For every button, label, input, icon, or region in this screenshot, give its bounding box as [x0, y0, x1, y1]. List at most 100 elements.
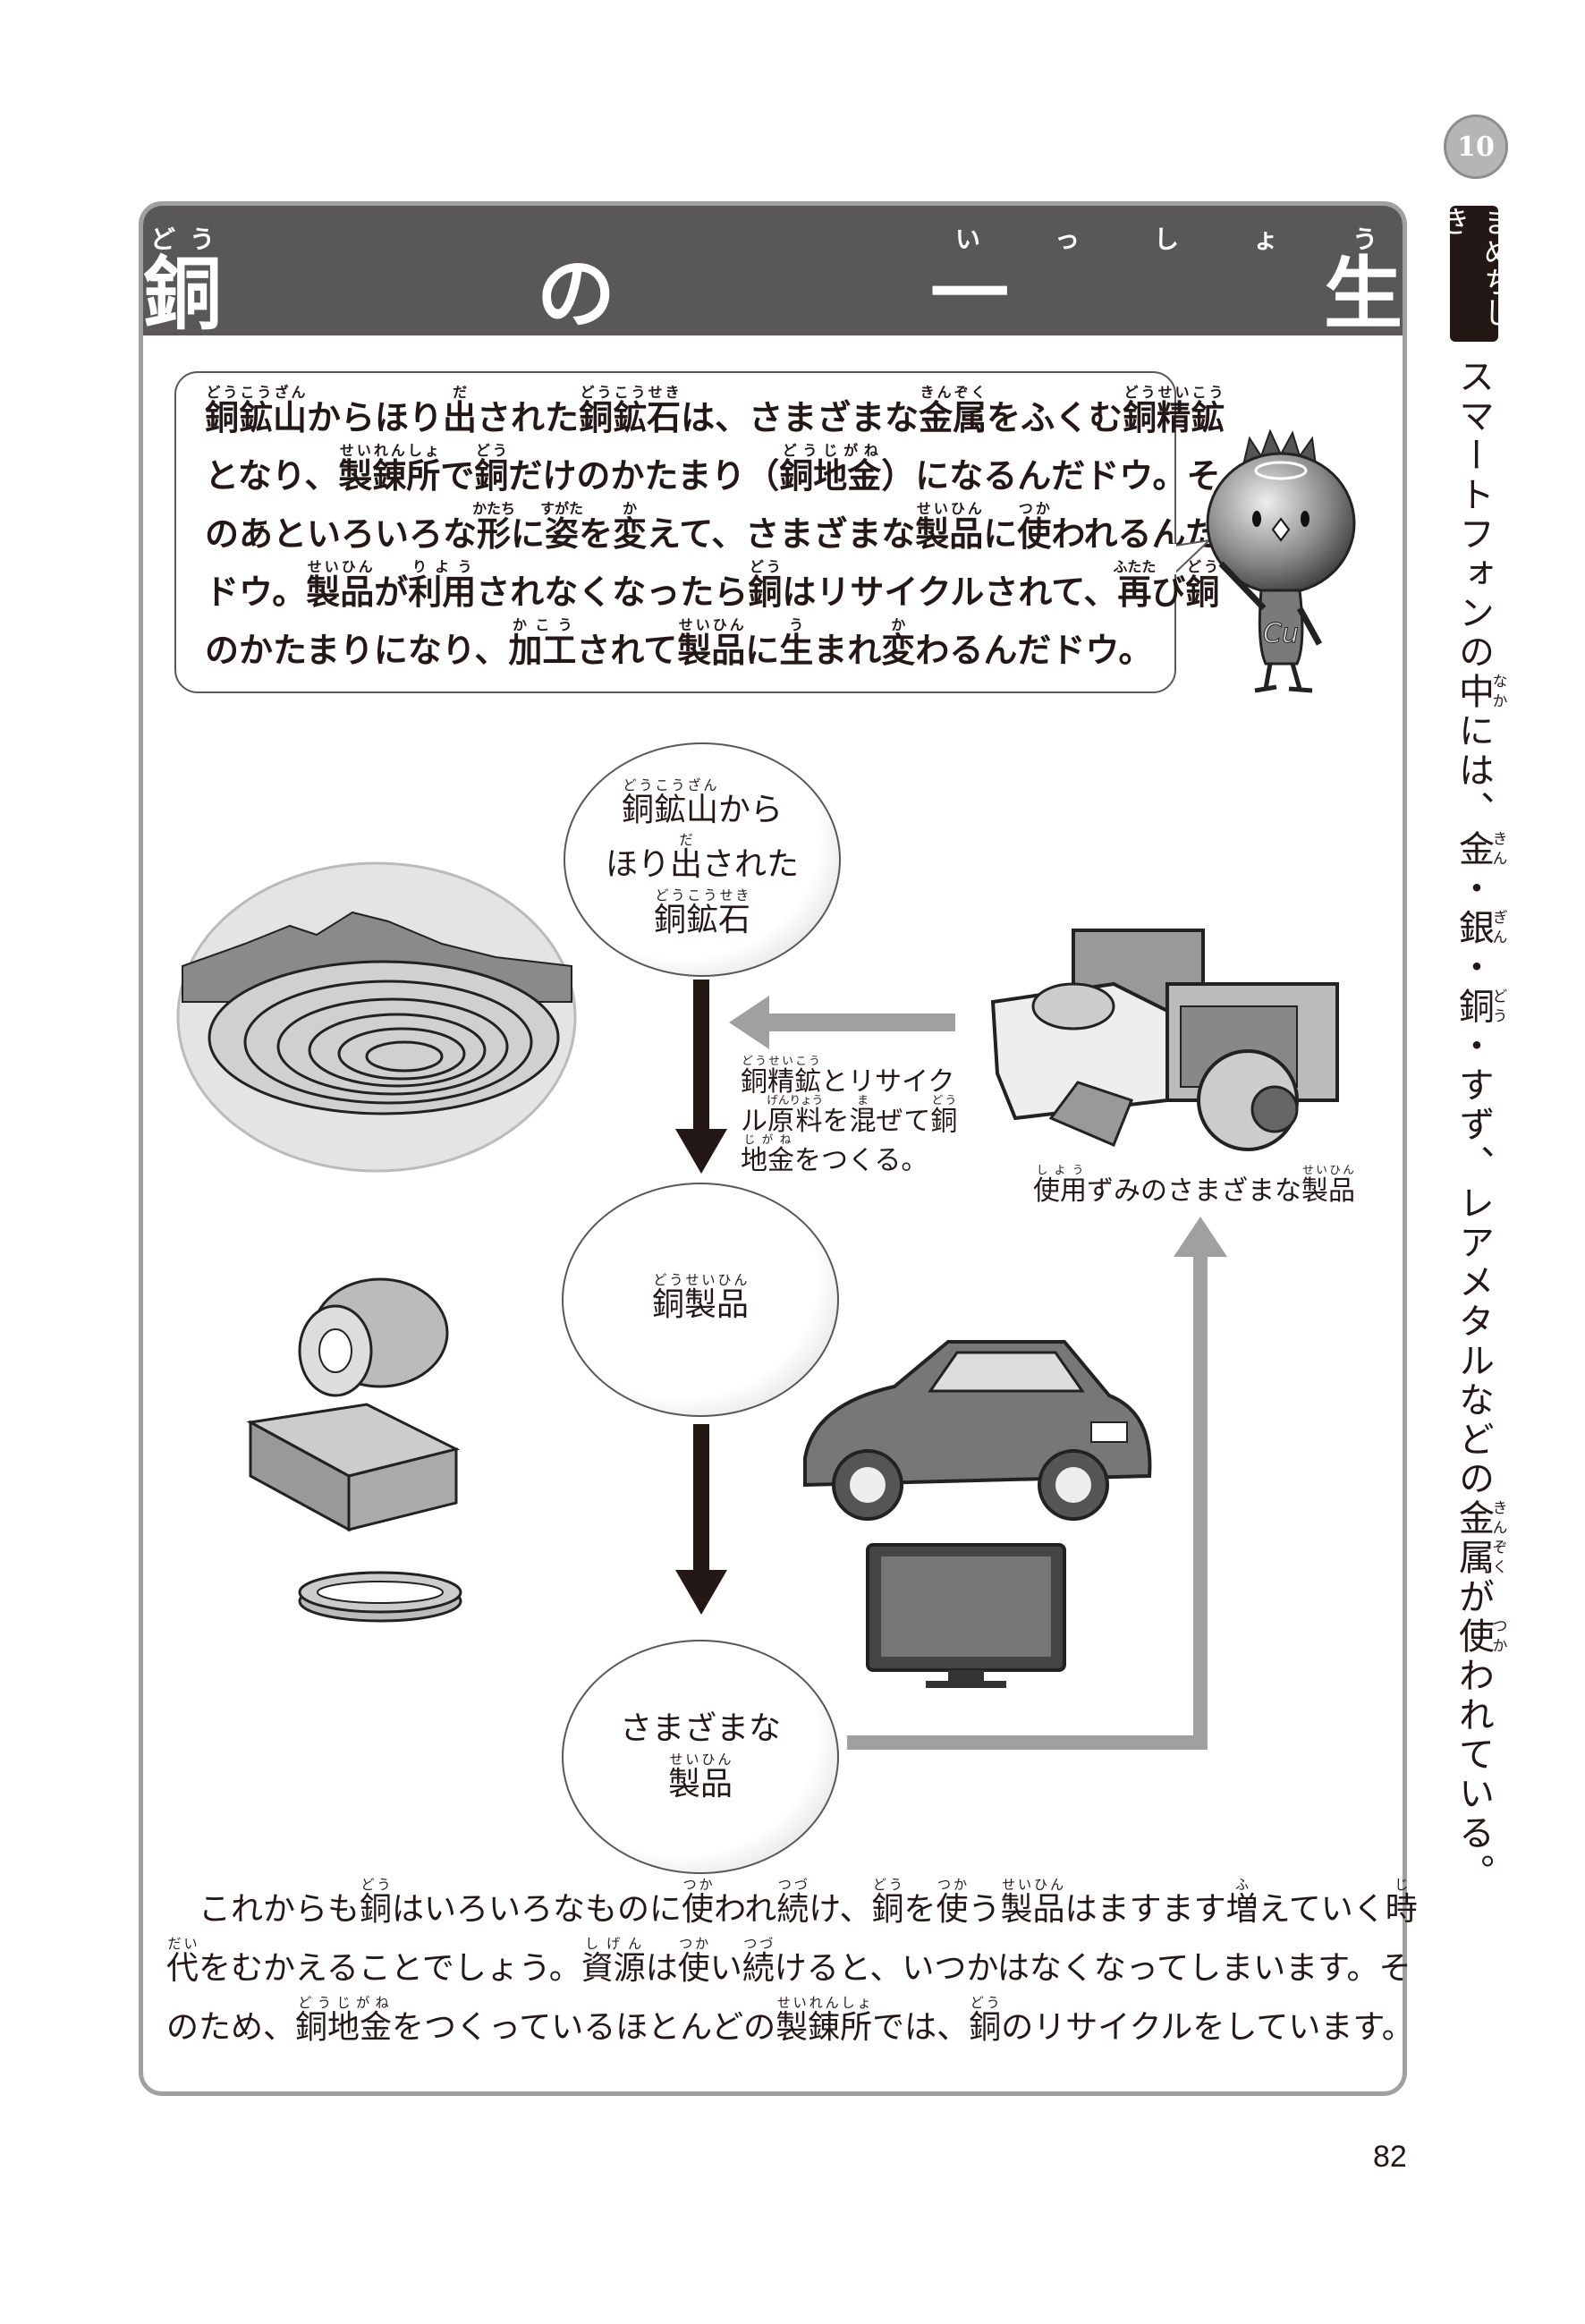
- furigana: どう: [474, 442, 509, 459]
- furigana: いっしょう: [930, 225, 1403, 254]
- furigana: つか: [1017, 500, 1052, 517]
- text-segment: け、: [809, 1891, 872, 1928]
- ruby-word: 銅精鉱どうせいこう: [1123, 384, 1225, 437]
- text-segment: のかたまりになり、: [205, 631, 509, 670]
- text-line: スマートフォンの中なかには、金きん・銀ぎん・銅どう・すず、レアメタルなどの金属き…: [1445, 358, 1508, 1893]
- ruby-word: 混ま: [849, 1093, 877, 1137]
- ruby-word: 増ふ: [1225, 1877, 1259, 1928]
- text-segment: を: [579, 514, 614, 554]
- text-segment: び: [1151, 573, 1186, 612]
- ruby-word: 利用りよう: [408, 558, 477, 612]
- furigana: げんりょう: [767, 1093, 824, 1107]
- text-segment: ドウ。: [205, 573, 307, 612]
- ruby-word: 使つか: [936, 1877, 969, 1928]
- text-segment: とリサイク: [821, 1066, 955, 1098]
- furigana: つか: [682, 1877, 715, 1893]
- ruby-word: 生う: [779, 616, 814, 670]
- furigana: せいひん: [915, 500, 984, 517]
- ruby-word: 銅製品どうせいひん: [651, 1272, 749, 1324]
- text-segment: ・: [1453, 948, 1494, 988]
- copper-sheets-icon: [246, 1403, 461, 1532]
- ruby-word: 銅鉱山どうこうざん: [205, 384, 308, 437]
- furigana: せいひん: [677, 616, 746, 633]
- furigana: どうこうせき: [579, 384, 682, 401]
- furigana: どう: [143, 225, 223, 254]
- text-line: 製品せいひん: [620, 1751, 781, 1807]
- text-segment: された: [702, 846, 800, 884]
- ruby-word: 製品せいひん: [1000, 1877, 1065, 1928]
- furigana: どう: [1185, 558, 1220, 575]
- flow-step-label: 銅製品どうせいひん: [652, 1272, 749, 1327]
- text-segment: さまざまな: [619, 1709, 781, 1747]
- furigana: だい: [166, 1936, 199, 1952]
- furigana: だ: [443, 384, 478, 401]
- furigana: せいれんしょ: [776, 1995, 873, 2011]
- ruby-word: 使用しよう: [1033, 1163, 1087, 1207]
- car-illustration: [803, 1340, 1152, 1521]
- furigana: せいひん: [306, 558, 375, 575]
- furigana: つづ: [742, 1936, 775, 1952]
- ruby-word: 製品せいひん: [306, 558, 375, 612]
- ruby-word: 銅どう: [143, 225, 537, 340]
- text-segment: をむかえることでしょう。: [199, 1950, 581, 1987]
- text-line: 銅鉱山どうこうざんから: [606, 777, 799, 833]
- furigana: どうせいこう: [741, 1054, 821, 1067]
- text-segment: は: [645, 1950, 678, 1987]
- furigana: きんぞく: [1490, 1499, 1508, 1578]
- text-line: 銅精鉱どうせいこうとリサイク: [741, 1054, 973, 1098]
- flow-step-label: さまざまな製品せいひん: [620, 1708, 781, 1806]
- text-segment: をつくっているほとんどの: [392, 2009, 776, 2046]
- ruby-word: 銅どう: [871, 1877, 904, 1928]
- furigana: なか: [1490, 673, 1508, 712]
- text-segment: からほり: [307, 398, 444, 437]
- text-segment: には、: [1453, 712, 1494, 830]
- ruby-word: 銅どう: [360, 1877, 393, 1928]
- text-segment: えて、さまざまな: [647, 514, 916, 554]
- furigana: ぎん: [1490, 909, 1508, 948]
- text-segment: えていく: [1258, 1891, 1386, 1928]
- copper-materials-illustration: [246, 1277, 462, 1623]
- furigana: どうじがね: [779, 442, 882, 459]
- ruby-word: 製品せいひん: [915, 500, 984, 554]
- used-products-label: 使用しようずみのさまざまな製品せいひん: [1029, 1163, 1360, 1207]
- furigana: どうこうざん: [205, 384, 307, 401]
- text-segment: ・すず、レアメタルなどの: [1453, 1027, 1494, 1499]
- text-segment: されなくなったら: [476, 573, 749, 612]
- text-segment: わるんだドウ。: [915, 631, 1153, 670]
- page-number: 82: [1373, 2140, 1407, 2174]
- furigana: きん: [1490, 830, 1508, 869]
- bottom-paragraph: これからも銅どうはいろいろなものに使つかわれ続つづけ、銅どうを使つかう製品せいひ…: [166, 1874, 1418, 2051]
- ruby-word: 出だ: [669, 832, 702, 884]
- furigana: どう: [871, 1877, 904, 1893]
- ruby-word: 代だい: [166, 1936, 199, 1987]
- text-line: さまざまな: [620, 1708, 781, 1751]
- ruby-word: 銅地金どうじがね: [295, 1995, 393, 2046]
- text-line: 地金じがねをつくる。: [741, 1132, 973, 1176]
- furigana: ふ: [1225, 1877, 1259, 1893]
- ruby-word: 銅精鉱どうせいこう: [741, 1054, 821, 1098]
- furigana: う: [779, 616, 814, 633]
- furigana: せいひん: [1000, 1877, 1065, 1893]
- flow-step-label: 銅鉱山どうこうざんからほり出だされた銅鉱石どうこうせき: [606, 777, 799, 943]
- flow-step-various-products: さまざまな製品せいひん: [562, 1640, 839, 1874]
- text-segment: う: [968, 1891, 1001, 1928]
- text-segment: はますます: [1064, 1891, 1226, 1928]
- trivia-tag: まめちしき: [1434, 206, 1513, 342]
- text-line: のため、銅地金どうじがねをつくっているほとんどの製錬所せいれんしょでは、銅どうの…: [166, 1992, 1414, 2051]
- ruby-word: 銅鉱石どうこうせき: [579, 384, 682, 437]
- furigana: きんぞく: [919, 384, 987, 401]
- text-segment: に: [983, 514, 1018, 554]
- ruby-word: 製錬所せいれんしょ: [338, 442, 441, 496]
- coin-badge: 10: [1444, 115, 1508, 179]
- furigana: ふたた: [1113, 558, 1157, 575]
- text-segment: ・: [1453, 869, 1494, 909]
- ruby-word: 銅どう: [1453, 988, 1508, 1027]
- furigana: つか: [677, 1936, 710, 1952]
- ruby-word: 金属きんぞく: [919, 384, 987, 437]
- text-line: のあといろいろな形かたちに姿すがたを変かえて、さまざまな製品せいひんに使つかわれ…: [205, 498, 1219, 556]
- ruby-word: 続つづ: [742, 1936, 775, 1987]
- text-line: となり、製錬所せいれんしょで銅どうだけのかたまり（銅地金どうじがね）になるんだド…: [205, 440, 1221, 498]
- furigana: どう: [930, 1093, 958, 1107]
- text-segment: のため、: [166, 2009, 296, 2046]
- ruby-word: 製錬所せいれんしょ: [776, 1995, 873, 2046]
